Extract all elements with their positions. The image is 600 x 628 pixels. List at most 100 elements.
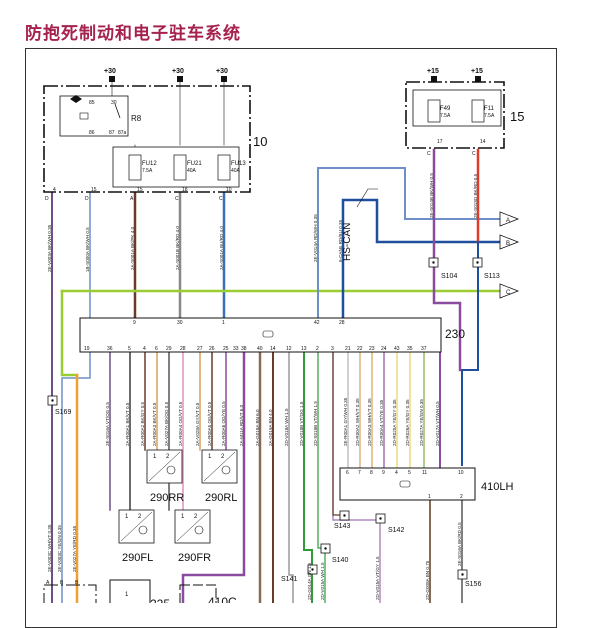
svg-text:7: 7 [358, 470, 361, 476]
svg-text:2E-S016A VT/OG 0.5: 2E-S016A VT/OG 0.5 [105, 402, 110, 446]
svg-text:S169: S169 [55, 409, 71, 416]
svg-text:14: 14 [480, 139, 486, 145]
svg-text:9: 9 [382, 470, 385, 476]
page-title: 防抱死制动和电子驻车系统 [25, 24, 241, 44]
svg-text:2A-R00A6 OG/YE 0.5: 2A-R00A6 OG/YE 0.5 [221, 401, 226, 446]
svg-text:D: D [45, 196, 49, 202]
svg-text:F49: F49 [440, 106, 451, 112]
svg-text:10: 10 [458, 470, 464, 476]
svg-text:33: 33 [233, 346, 239, 352]
svg-text:15: 15 [91, 187, 97, 193]
terminal-30-2: +30 [172, 68, 184, 75]
svg-text:2D-S018B VT/WH 1.5: 2D-S018B VT/WH 1.5 [313, 401, 318, 446]
svg-text:43: 43 [394, 346, 400, 352]
svg-text:FU13: FU13 [231, 161, 246, 167]
svg-text:2D-V015A VT/GY 1.5: 2D-V015A VT/GY 1.5 [375, 556, 380, 600]
wire-green-left [60, 289, 79, 377]
svg-text:14: 14 [270, 346, 276, 352]
svg-text:2A-S001A BU/RD 4.0: 2A-S001A BU/RD 4.0 [219, 226, 224, 270]
svg-text:30: 30 [177, 320, 183, 326]
svg-text:A: A [506, 218, 510, 224]
svg-text:23: 23 [369, 346, 375, 352]
svg-text:2A-R00A4 OG/VT 0.5: 2A-R00A4 OG/VT 0.5 [178, 401, 183, 446]
svg-text:290FL: 290FL [122, 552, 153, 564]
module-230-label: 230 [445, 327, 465, 341]
svg-text:5: 5 [408, 470, 411, 476]
svg-text:2: 2 [221, 454, 225, 460]
svg-text:2A-V027A BK/OG 0.5: 2A-V027A BK/OG 0.5 [164, 401, 169, 446]
wire-f11-blue [461, 241, 479, 466]
svg-text:1: 1 [153, 454, 157, 460]
svg-text:2E-S018D BK/RD 0.5: 2E-S018D BK/RD 0.5 [473, 173, 478, 218]
svg-text:2: 2 [166, 454, 170, 460]
relay-box-10 [43, 85, 251, 193]
svg-text:S142: S142 [388, 527, 404, 534]
svg-text:3: 3 [331, 346, 334, 352]
svg-text:S140: S140 [332, 557, 348, 564]
svg-text:B: B [75, 580, 79, 586]
svg-text:28: 28 [339, 320, 345, 326]
svg-text:37: 37 [421, 346, 427, 352]
svg-text:2E-R00A1 GY/WH 0.35: 2E-R00A1 GY/WH 0.35 [343, 397, 348, 446]
svg-text:2D-R025A YE/GY 0.35: 2D-R025A YE/GY 0.35 [392, 399, 397, 446]
relay-box-label: 10 [253, 134, 267, 149]
svg-text:290FR: 290FR [178, 552, 211, 564]
svg-text:8: 8 [370, 470, 373, 476]
svg-text:2D-V015A WH 1.5: 2D-V015A WH 1.5 [320, 562, 325, 600]
svg-text:D: D [85, 196, 89, 202]
svg-text:2: 2 [316, 346, 319, 352]
svg-text:2E-V014A RD/WH 0.35: 2E-V014A RD/WH 0.35 [313, 214, 318, 262]
svg-text:18: 18 [182, 187, 188, 193]
fuse-fu13 [217, 154, 231, 181]
svg-text:S113: S113 [484, 273, 500, 280]
svg-text:2A-G018A BN 6.0: 2A-G018A BN 6.0 [255, 409, 260, 446]
svg-text:87a: 87a [118, 130, 127, 136]
fuse-fu12 [128, 154, 142, 181]
svg-text:2D-R00A4 VT/YE 0.35: 2D-R00A4 VT/YE 0.35 [379, 399, 384, 446]
svg-text:225: 225 [150, 597, 170, 603]
arrow-b [499, 234, 520, 250]
svg-text:7.5A: 7.5A [440, 113, 451, 119]
svg-text:2A-R00A1 BK/VT 0.5: 2A-R00A1 BK/VT 0.5 [125, 402, 130, 446]
sensor-290fl [118, 509, 155, 544]
terminal-15-1: +15 [427, 68, 439, 75]
terminal-30-3: +30 [216, 68, 228, 75]
svg-text:C: C [219, 196, 223, 202]
svg-text:85: 85 [89, 100, 95, 106]
svg-text:2E-V003C WH/VT 0.35: 2E-V003C WH/VT 0.35 [47, 524, 52, 572]
svg-text:42: 42 [314, 320, 320, 326]
component-410c-box [179, 584, 217, 603]
svg-text:F11: F11 [484, 106, 495, 112]
relay-name: R8 [131, 114, 142, 123]
fuse-box-label: 15 [510, 109, 524, 124]
svg-text:2E-S014B BK/WH 0.5: 2E-S014B BK/WH 0.5 [429, 173, 434, 218]
svg-text:B: B [60, 580, 64, 586]
fuse-fu21 [173, 154, 187, 181]
svg-text:2D-G008A BN 0.75: 2D-G008A BN 0.75 [425, 560, 430, 600]
svg-text:1: 1 [208, 454, 212, 460]
terminal-30-1: +30 [104, 68, 116, 75]
svg-text:2A-G019A BN 4.0: 2A-G019A BN 4.0 [268, 409, 273, 446]
svg-text:FU21: FU21 [187, 161, 202, 167]
svg-text:S143: S143 [334, 523, 350, 530]
arrow-a [499, 211, 520, 227]
svg-text:2D-R027A YE/GN 0.35: 2D-R027A YE/GN 0.35 [419, 399, 424, 446]
svg-text:2D-V018A WH 1.5: 2D-V018A WH 1.5 [284, 408, 289, 446]
component-225-box [109, 579, 151, 603]
svg-text:28: 28 [180, 346, 186, 352]
svg-text:B: B [506, 241, 510, 247]
svg-text:30: 30 [111, 100, 117, 106]
svg-text:1: 1 [222, 320, 225, 326]
svg-text:2A-M11A RD/VT 6.0: 2A-M11A RD/VT 6.0 [239, 404, 244, 446]
svg-text:4: 4 [53, 187, 56, 193]
svg-text:410C: 410C [208, 595, 237, 603]
svg-text:40A: 40A [231, 168, 241, 174]
sensor-290rl [201, 449, 238, 484]
svg-text:36: 36 [107, 346, 113, 352]
svg-text:2E-V003A BK/WH 0.35: 2E-V003A BK/WH 0.35 [47, 224, 52, 272]
svg-text:1: 1 [125, 592, 129, 598]
svg-text:21: 21 [345, 346, 351, 352]
wire-relay-feed [111, 77, 225, 169]
module-230 [79, 317, 442, 353]
svg-text:26: 26 [209, 346, 215, 352]
